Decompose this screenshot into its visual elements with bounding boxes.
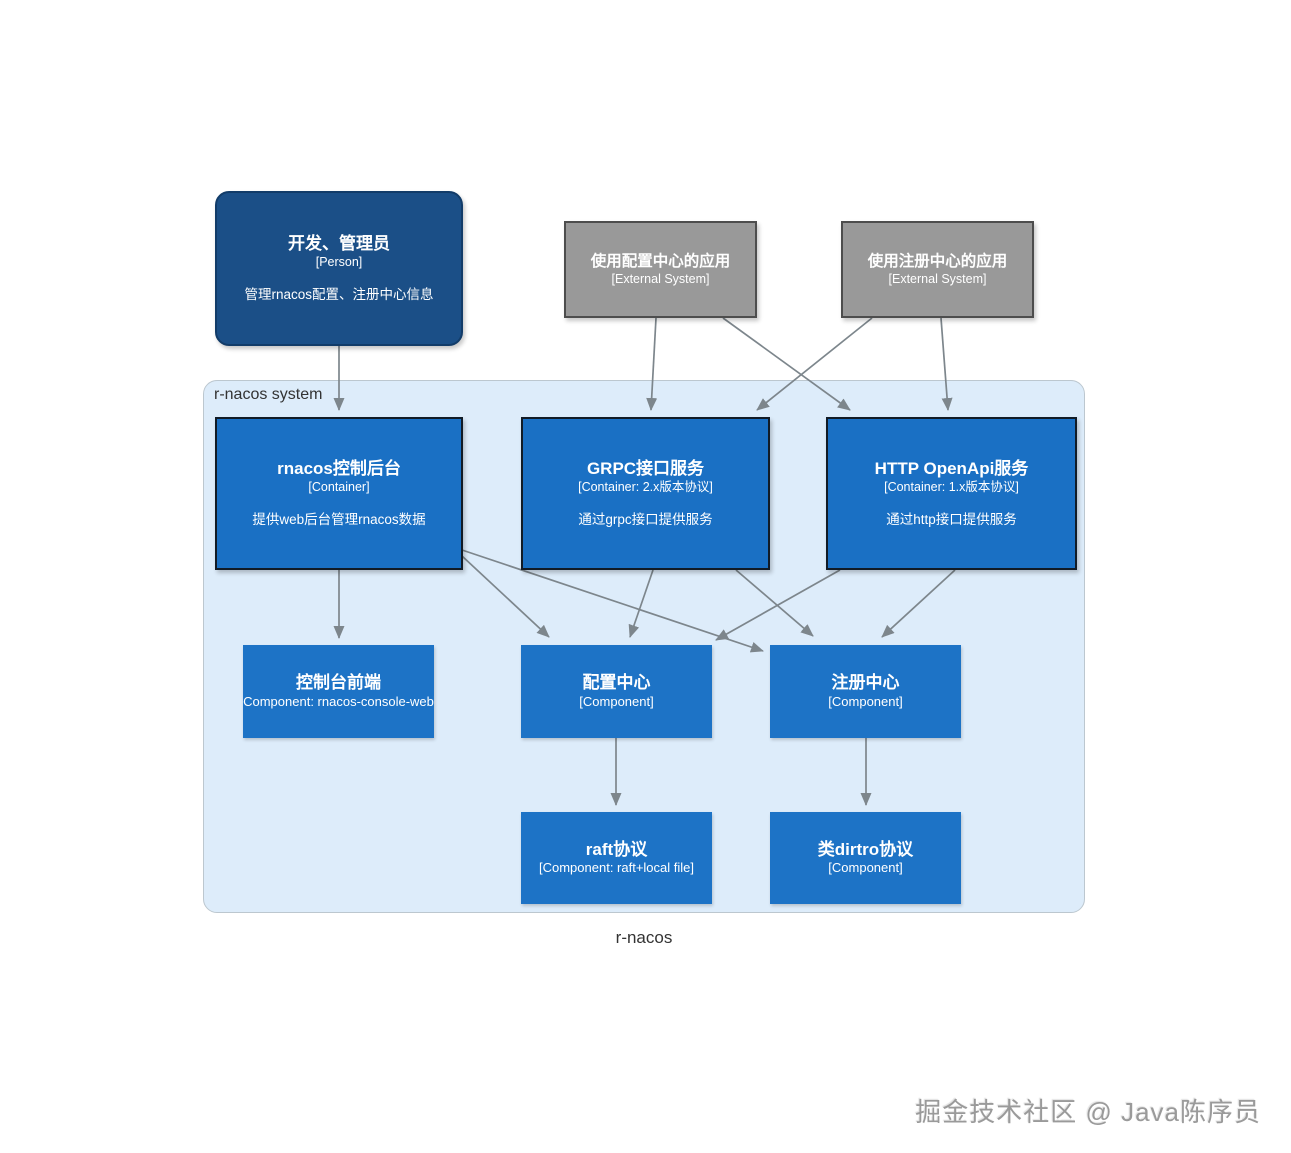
node-component-console-web: 控制台前端 [Component: rnacos-console-web] — [243, 645, 434, 738]
watermark-text: 掘金技术社区 @ Java陈序员 — [915, 1097, 1261, 1127]
node-external-registry-app: 使用注册中心的应用 [External System] — [841, 221, 1034, 318]
node-description: 提供web后台管理rnacos数据 — [252, 512, 426, 528]
node-title: 注册中心 — [831, 673, 900, 693]
node-component-config-center: 配置中心 [Component] — [521, 645, 712, 738]
node-type-label: [External System] — [611, 272, 710, 287]
node-title: HTTP OpenApi服务 — [874, 458, 1029, 478]
node-type-label: [Component: rnacos-console-web] — [243, 693, 434, 709]
node-type-label: [Container: 1.x版本协议] — [884, 480, 1019, 495]
node-type-label: [External System] — [888, 272, 987, 287]
node-title: 配置中心 — [582, 673, 651, 693]
node-person-developer-admin: 开发、管理员 [Person] 管理rnacos配置、注册中心信息 — [215, 191, 463, 346]
node-description: 通过grpc接口提供服务 — [578, 512, 713, 528]
node-external-config-app: 使用配置中心的应用 [External System] — [564, 221, 757, 318]
node-title: 类dirtro协议 — [817, 839, 914, 859]
node-description: 通过http接口提供服务 — [886, 512, 1017, 528]
node-component-registry-center: 注册中心 [Component] — [770, 645, 961, 738]
node-type-label: [Component] — [828, 693, 903, 709]
system-boundary-label: r-nacos system — [214, 386, 323, 403]
node-title: 开发、管理员 — [288, 233, 390, 253]
node-type-label: [Component] — [579, 693, 654, 709]
node-container-http-openapi-service: HTTP OpenApi服务 [Container: 1.x版本协议] 通过ht… — [826, 417, 1077, 570]
node-container-console-backend: rnacos控制后台 [Container] 提供web后台管理rnacos数据 — [215, 417, 463, 570]
node-title: raft协议 — [585, 839, 648, 859]
node-type-label: [Component] — [828, 860, 903, 876]
node-title: 使用配置中心的应用 — [590, 252, 731, 270]
node-title: 使用注册中心的应用 — [867, 252, 1008, 270]
diagram-caption: r-nacos — [615, 928, 673, 947]
node-component-raft-protocol: raft协议 [Component: raft+local file] — [521, 812, 712, 904]
node-type-label: [Container: 2.x版本协议] — [578, 480, 713, 495]
node-container-grpc-service: GRPC接口服务 [Container: 2.x版本协议] 通过grpc接口提供… — [521, 417, 770, 570]
node-type-label: [Component: raft+local file] — [539, 860, 694, 876]
node-title: rnacos控制后台 — [277, 458, 401, 478]
node-title: 控制台前端 — [296, 673, 381, 693]
node-type-label: [Container] — [308, 480, 370, 495]
node-component-distro-protocol: 类dirtro协议 [Component] — [770, 812, 961, 904]
node-type-label: [Person] — [315, 255, 363, 270]
node-title: GRPC接口服务 — [586, 458, 705, 478]
node-description: 管理rnacos配置、注册中心信息 — [244, 287, 434, 303]
